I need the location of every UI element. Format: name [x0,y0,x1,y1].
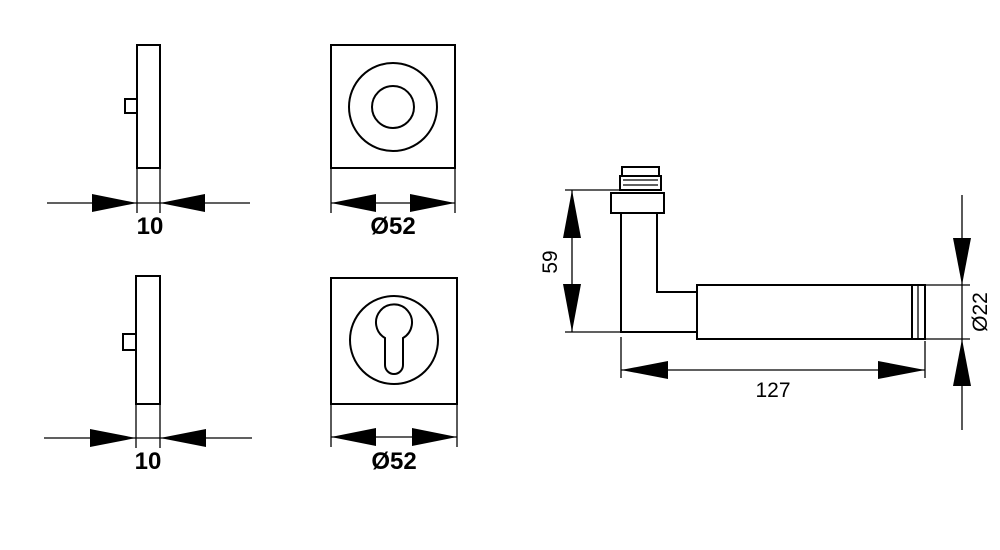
dim-lever-length-label: 127 [755,379,790,402]
dim-grip-diameter [925,195,971,430]
dim-diameter-bottom-label: Ø52 [371,448,416,475]
rose-front-view-round [330,44,456,213]
cylinder-keyhole [375,303,413,375]
dim-diameter-top-label: Ø52 [370,213,415,240]
rose-side-view-bottom [44,275,252,448]
dim-lever-height [563,189,620,333]
dim-lever-height-label: 59 [539,250,562,273]
rose-front-view-cylinder [330,277,458,447]
lever-handle [610,166,926,340]
dim-thickness-top-label: 10 [137,213,164,240]
dim-grip-diameter-label: Ø22 [969,292,992,332]
dim-thickness-bottom-label: 10 [135,448,162,475]
rose-side-view-top [47,44,250,213]
dim-lever-length [620,337,926,379]
